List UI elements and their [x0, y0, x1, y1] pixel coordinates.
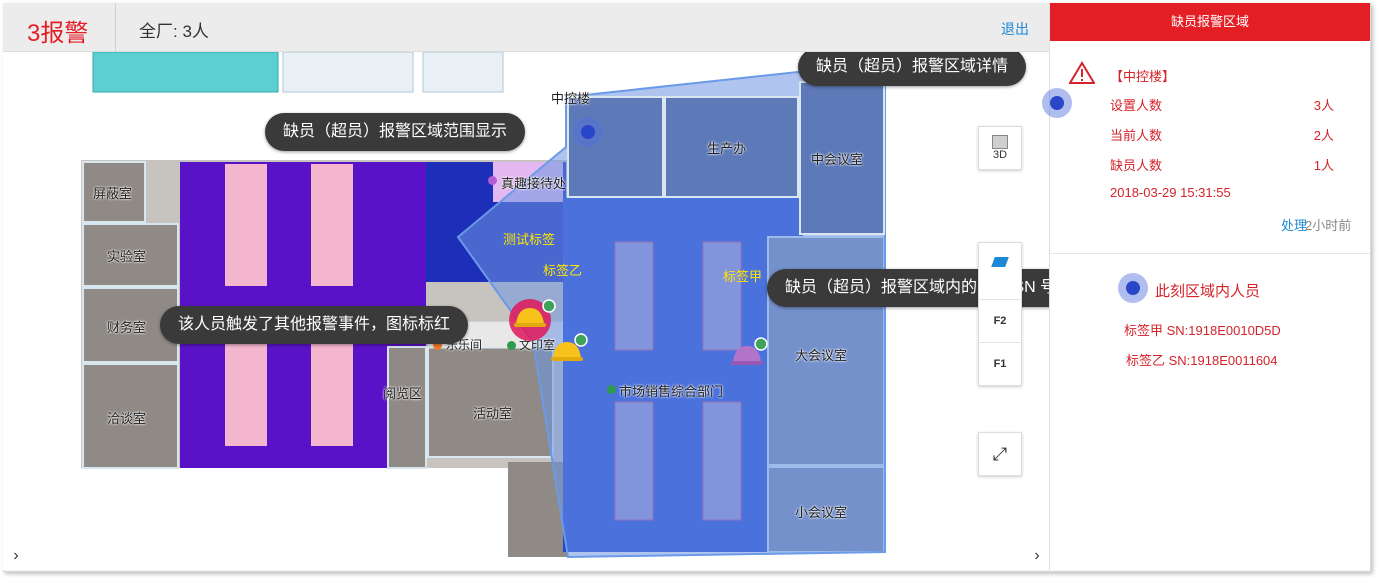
set-count-label: 设置人数	[1110, 98, 1163, 113]
pink-strip	[311, 164, 353, 286]
label-sales: 市场销售综合部门	[619, 384, 724, 399]
persons-marker	[1118, 273, 1148, 303]
alarm-detail-panel: 缺员报警区域 【中控楼】 设置人数 3人 当前人数 2人 缺员人数 1人 201…	[1042, 3, 1370, 570]
sales-pin-icon	[607, 385, 616, 394]
floor-selector: F2 F1	[978, 242, 1022, 386]
zone-center-marker[interactable]	[573, 117, 603, 147]
cyan-block	[92, 52, 279, 93]
helmet-purple-icon[interactable]	[731, 336, 771, 368]
label-small-meeting: 小会议室	[795, 505, 848, 520]
person-sn-item[interactable]: 标签甲 SN:1918E0010D5D	[1124, 323, 1281, 338]
floor-map[interactable]: 中控楼 生产办 中会议室 屏蔽室 实验室 财务室 洽谈室 真趣接待处 乐乐间 文…	[3, 52, 1049, 570]
fullscreen-button[interactable]: ⤢	[978, 432, 1022, 476]
left-expand-arrow[interactable]: ›	[5, 544, 27, 568]
missing-count-label: 缺员人数	[1110, 158, 1163, 173]
area-name: 【中控楼】	[1110, 69, 1176, 84]
alert-helmet-icon[interactable]	[508, 298, 560, 344]
chevron-right-icon: ›	[13, 547, 19, 564]
room-production-office	[664, 96, 799, 198]
logout-link[interactable]: 退出	[1001, 21, 1029, 37]
pink-strip	[225, 342, 267, 446]
label-control-building: 中控楼	[551, 91, 591, 106]
chevron-right-icon: ›	[1034, 547, 1040, 564]
view-3d-label: 3D	[992, 149, 1008, 161]
area-marker	[1042, 88, 1072, 118]
label-screening: 屏蔽室	[93, 186, 133, 201]
panel-divider	[1050, 253, 1370, 254]
set-count-value: 3人	[1313, 98, 1334, 113]
alarm-count[interactable]: 3报警	[27, 20, 89, 47]
room-top-b	[422, 52, 504, 93]
current-count-value: 2人	[1313, 128, 1334, 143]
helmet-yellow-icon[interactable]	[551, 332, 591, 364]
floor-2-button[interactable]: F2	[979, 299, 1021, 342]
factory-total: 全厂: 3人	[139, 22, 209, 41]
label-tag-a: 标签甲	[723, 269, 763, 284]
room-screening	[82, 161, 146, 223]
callout-area-range: 缺员（超员）报警区域范围显示	[265, 113, 526, 151]
label-mid-meeting: 中会议室	[811, 152, 864, 167]
view-3d-button[interactable]: 3D	[978, 126, 1022, 170]
layers-icon	[991, 257, 1009, 267]
floor-plan	[81, 52, 886, 559]
room-reading	[387, 346, 427, 469]
handle-button[interactable]: 处理	[1281, 218, 1308, 233]
label-negotiation: 洽谈室	[107, 411, 147, 426]
expand-icon: ⤢	[992, 444, 1008, 464]
floor-1-button[interactable]: F1	[979, 342, 1021, 385]
warning-icon	[1069, 61, 1095, 84]
room-mid-meeting	[799, 81, 885, 235]
label-reading: 阅览区	[383, 386, 423, 401]
label-reception: 真趣接待处	[501, 176, 567, 191]
alarm-timestamp: 2018-03-29 15:31:55	[1110, 185, 1231, 200]
persons-title: 此刻区域内人员	[1155, 283, 1261, 300]
panel-title: 缺员报警区域	[1050, 3, 1370, 41]
room-control-building	[567, 96, 664, 198]
label-print-room: 文印室	[519, 338, 556, 352]
current-count-label: 当前人数	[1110, 128, 1163, 143]
layers-button[interactable]	[979, 257, 1021, 299]
room-activity	[427, 346, 554, 458]
label-tag-b: 标签乙	[543, 263, 583, 278]
reception-pin-icon	[488, 176, 497, 185]
print-pin-icon	[507, 341, 516, 350]
label-activity: 活动室	[473, 406, 513, 421]
room-top-a	[282, 52, 414, 93]
label-finance: 财务室	[107, 320, 147, 335]
top-bar: 3报警 全厂: 3人 退出	[3, 3, 1049, 52]
header-divider	[115, 3, 116, 51]
cube-icon	[992, 135, 1008, 149]
person-sn-item[interactable]: 标签乙 SN:1918E0011604	[1126, 353, 1278, 368]
label-big-meeting: 大会议室	[795, 348, 848, 363]
missing-count-value: 1人	[1313, 158, 1334, 173]
room-lab	[82, 223, 179, 287]
room-negotiation	[82, 363, 179, 469]
pink-strip	[225, 164, 267, 286]
label-lab: 实验室	[107, 249, 147, 264]
label-test-tag: 测试标签	[503, 232, 556, 247]
callout-area-detail: 缺员（超员）报警区域详情	[798, 52, 1027, 86]
callout-other-alarm: 该人员触发了其他报警事件，图标标红	[160, 306, 469, 344]
le-le-pin-icon	[433, 341, 442, 350]
pink-strip	[311, 342, 353, 446]
label-production-office: 生产办	[707, 141, 747, 156]
elapsed-time: 2小时前	[1305, 218, 1352, 233]
right-expand-arrow[interactable]: ›	[1026, 544, 1048, 568]
